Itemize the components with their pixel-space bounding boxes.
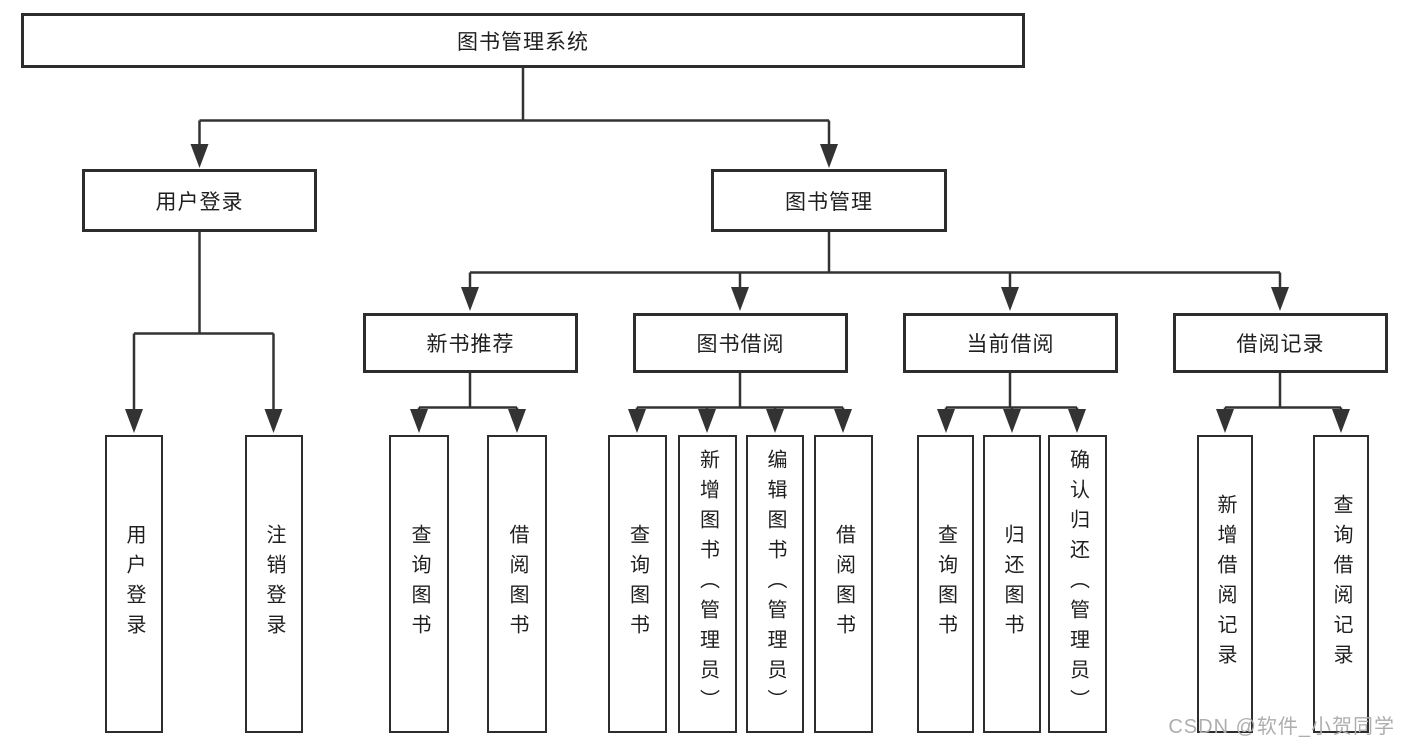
arrowhead-icons bbox=[125, 144, 1350, 433]
leaf-logout: 注销登录 bbox=[245, 435, 303, 733]
leaf-query-borrow-record-label: 查询借阅记录 bbox=[1330, 494, 1352, 674]
leaf-borrow-query-books-label: 查询图书 bbox=[626, 524, 649, 644]
leaf-current-query-books: 查询图书 bbox=[917, 435, 974, 733]
node-new-book-recommend: 新书推荐 bbox=[363, 313, 578, 373]
leaf-edit-books-admin-label: 编辑图书（管理员） bbox=[764, 449, 786, 719]
node-borrow-records-label: 借阅记录 bbox=[1236, 333, 1325, 356]
node-book-borrow: 图书借阅 bbox=[633, 313, 848, 373]
leaf-add-books-admin-label: 新增图书（管理员） bbox=[696, 449, 719, 719]
leaf-borrow-query-books: 查询图书 bbox=[608, 435, 667, 733]
node-user-login-label: 用户登录 bbox=[155, 190, 244, 214]
leaf-borrow-books-label: 借阅图书 bbox=[832, 524, 855, 644]
leaf-confirm-return-admin: 确认归还（管理员） bbox=[1048, 435, 1107, 733]
leaf-query-borrow-record: 查询借阅记录 bbox=[1313, 435, 1369, 733]
leaf-recommend-borrow-books: 借阅图书 bbox=[487, 435, 547, 733]
leaf-return-books-label: 归还图书 bbox=[1001, 524, 1023, 644]
node-root-system: 图书管理系统 bbox=[21, 13, 1025, 68]
leaf-recommend-query-books-label: 查询图书 bbox=[408, 524, 430, 644]
leaf-borrow-books: 借阅图书 bbox=[814, 435, 873, 733]
node-root-label: 图书管理系统 bbox=[457, 30, 589, 54]
leaf-recommend-borrow-books-label: 借阅图书 bbox=[506, 524, 528, 644]
node-book-management-label: 图书管理 bbox=[785, 190, 873, 214]
node-current-borrow-label: 当前借阅 bbox=[966, 333, 1055, 356]
node-book-management-module: 图书管理 bbox=[711, 169, 947, 232]
node-book-borrow-label: 图书借阅 bbox=[696, 333, 785, 356]
connector-lines bbox=[132, 68, 1343, 412]
csdn-watermark: CSDN @软件_小贺同学 bbox=[1168, 716, 1395, 738]
node-user-login-module: 用户登录 bbox=[82, 169, 317, 232]
leaf-current-query-books-label: 查询图书 bbox=[934, 524, 957, 644]
node-borrow-records: 借阅记录 bbox=[1173, 313, 1388, 373]
node-current-borrow: 当前借阅 bbox=[903, 313, 1118, 373]
leaf-user-login-label: 用户登录 bbox=[123, 524, 145, 644]
leaf-confirm-return-admin-label: 确认归还（管理员） bbox=[1066, 449, 1089, 719]
leaf-return-books: 归还图书 bbox=[983, 435, 1041, 733]
leaf-add-borrow-record-label: 新增借阅记录 bbox=[1214, 494, 1236, 674]
leaf-logout-label: 注销登录 bbox=[263, 524, 285, 644]
node-new-book-recommend-label: 新书推荐 bbox=[426, 333, 515, 356]
leaf-user-login: 用户登录 bbox=[105, 435, 163, 733]
leaf-add-books-admin: 新增图书（管理员） bbox=[678, 435, 737, 733]
leaf-recommend-query-books: 查询图书 bbox=[389, 435, 449, 733]
leaf-edit-books-admin: 编辑图书（管理员） bbox=[746, 435, 804, 733]
leaf-add-borrow-record: 新增借阅记录 bbox=[1197, 435, 1253, 733]
